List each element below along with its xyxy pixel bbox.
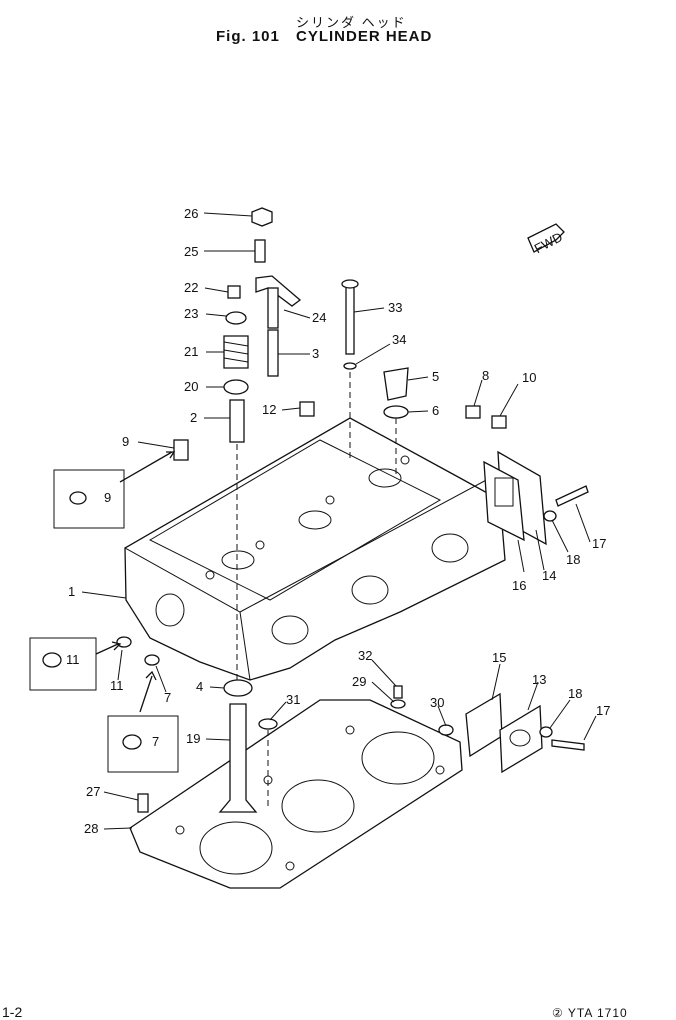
callout-3: 3 xyxy=(312,346,319,361)
callout-23: 23 xyxy=(184,306,198,321)
callout-10: 10 xyxy=(522,370,536,385)
inset-box-9 xyxy=(53,469,125,529)
arrow-9 xyxy=(119,451,176,483)
plug-30 xyxy=(438,724,454,736)
callout-28: 28 xyxy=(84,821,98,836)
valve-guide-2 xyxy=(229,399,245,443)
figure-title: CYLINDER HEAD xyxy=(296,28,433,45)
callout-2: 2 xyxy=(190,410,197,425)
leader-lines xyxy=(81,212,597,830)
callout-18-upper: 18 xyxy=(566,552,580,567)
callout-11: 11 xyxy=(110,678,124,693)
washer-34 xyxy=(343,362,357,370)
water-outlet-cover xyxy=(465,692,543,774)
shaft-24 xyxy=(267,287,279,329)
figure-number: Fig. 101 xyxy=(216,28,280,45)
inset-box-7 xyxy=(107,715,179,773)
plug-10 xyxy=(491,415,507,429)
callout-14: 14 xyxy=(542,568,556,583)
push-rod-3 xyxy=(267,329,279,377)
callout-7: 7 xyxy=(164,690,171,705)
collet-22 xyxy=(227,285,241,299)
bolt-17-lower xyxy=(551,739,585,751)
spring-seat-20 xyxy=(223,379,249,395)
nozzle-sleeve-5 xyxy=(383,367,409,401)
callout-5: 5 xyxy=(432,369,439,384)
cylinder-head-block xyxy=(124,417,506,681)
callout-34: 34 xyxy=(392,332,406,347)
bolt-17-upper xyxy=(555,485,589,507)
plug-7 xyxy=(144,654,160,666)
bolt-33 xyxy=(345,283,355,355)
dowel-27 xyxy=(137,793,149,813)
nut-26 xyxy=(251,207,273,227)
callout-8: 8 xyxy=(482,368,489,383)
callout-29: 29 xyxy=(352,674,366,689)
callout-9-inset: 9 xyxy=(104,490,111,505)
head-gasket xyxy=(129,699,463,889)
callout-20: 20 xyxy=(184,379,198,394)
callout-30: 30 xyxy=(430,695,444,710)
assembly-guide-lines xyxy=(236,372,397,810)
callout-27: 27 xyxy=(86,784,100,799)
callout-11-inset: 11 xyxy=(66,652,80,667)
nut-31 xyxy=(258,718,278,730)
fwd-arrow-badge: FWD xyxy=(527,223,565,256)
side-cover-plate xyxy=(483,450,547,546)
callout-19: 19 xyxy=(186,731,200,746)
callout-4: 4 xyxy=(196,679,203,694)
plug-11 xyxy=(116,636,132,648)
valve-seal-4 xyxy=(223,679,253,697)
stud-32 xyxy=(393,685,403,699)
callout-24: 24 xyxy=(312,310,326,325)
o-ring-6 xyxy=(383,405,409,419)
callout-15: 15 xyxy=(492,650,506,665)
callout-33: 33 xyxy=(388,300,402,315)
inset-box-11 xyxy=(29,637,97,691)
callout-25: 25 xyxy=(184,244,198,259)
page-number: 1-2 xyxy=(2,1004,23,1020)
title-japanese: シリンダ ヘッド xyxy=(296,15,407,30)
callout-18-lower: 18 xyxy=(568,686,582,701)
valve-train-parts xyxy=(116,207,589,813)
callout-1: 1 xyxy=(68,584,75,599)
callout-17-lower: 17 xyxy=(596,703,610,718)
adjust-screw-25 xyxy=(254,239,266,263)
callout-26: 26 xyxy=(184,206,198,221)
washer-18-lower xyxy=(539,726,553,738)
callout-9: 9 xyxy=(122,434,129,449)
callout-7-inset: 7 xyxy=(152,734,159,749)
reference-code: ② YTA 1710 xyxy=(552,1006,628,1020)
inset-boxes xyxy=(29,451,179,773)
washer-18-upper xyxy=(543,510,557,522)
callout-22: 22 xyxy=(184,280,198,295)
arrow-7 xyxy=(139,670,157,713)
callout-13: 13 xyxy=(532,672,546,687)
callout-17-upper: 17 xyxy=(592,536,606,551)
callout-6: 6 xyxy=(432,403,439,418)
callout-16: 16 xyxy=(512,578,526,593)
arrow-11 xyxy=(95,641,122,655)
plug-12 xyxy=(299,401,315,417)
callout-12: 12 xyxy=(262,402,276,417)
plug-9 xyxy=(173,439,189,461)
callout-21: 21 xyxy=(184,344,198,359)
retainer-23 xyxy=(225,311,247,325)
washer-29 xyxy=(390,699,406,709)
plug-8 xyxy=(465,405,481,419)
callout-numbers: 26 25 22 23 24 21 3 20 2 12 9 9 33 34 5 … xyxy=(66,206,610,836)
valve-19 xyxy=(218,703,258,813)
callout-32: 32 xyxy=(358,648,372,663)
callout-31: 31 xyxy=(286,692,300,707)
